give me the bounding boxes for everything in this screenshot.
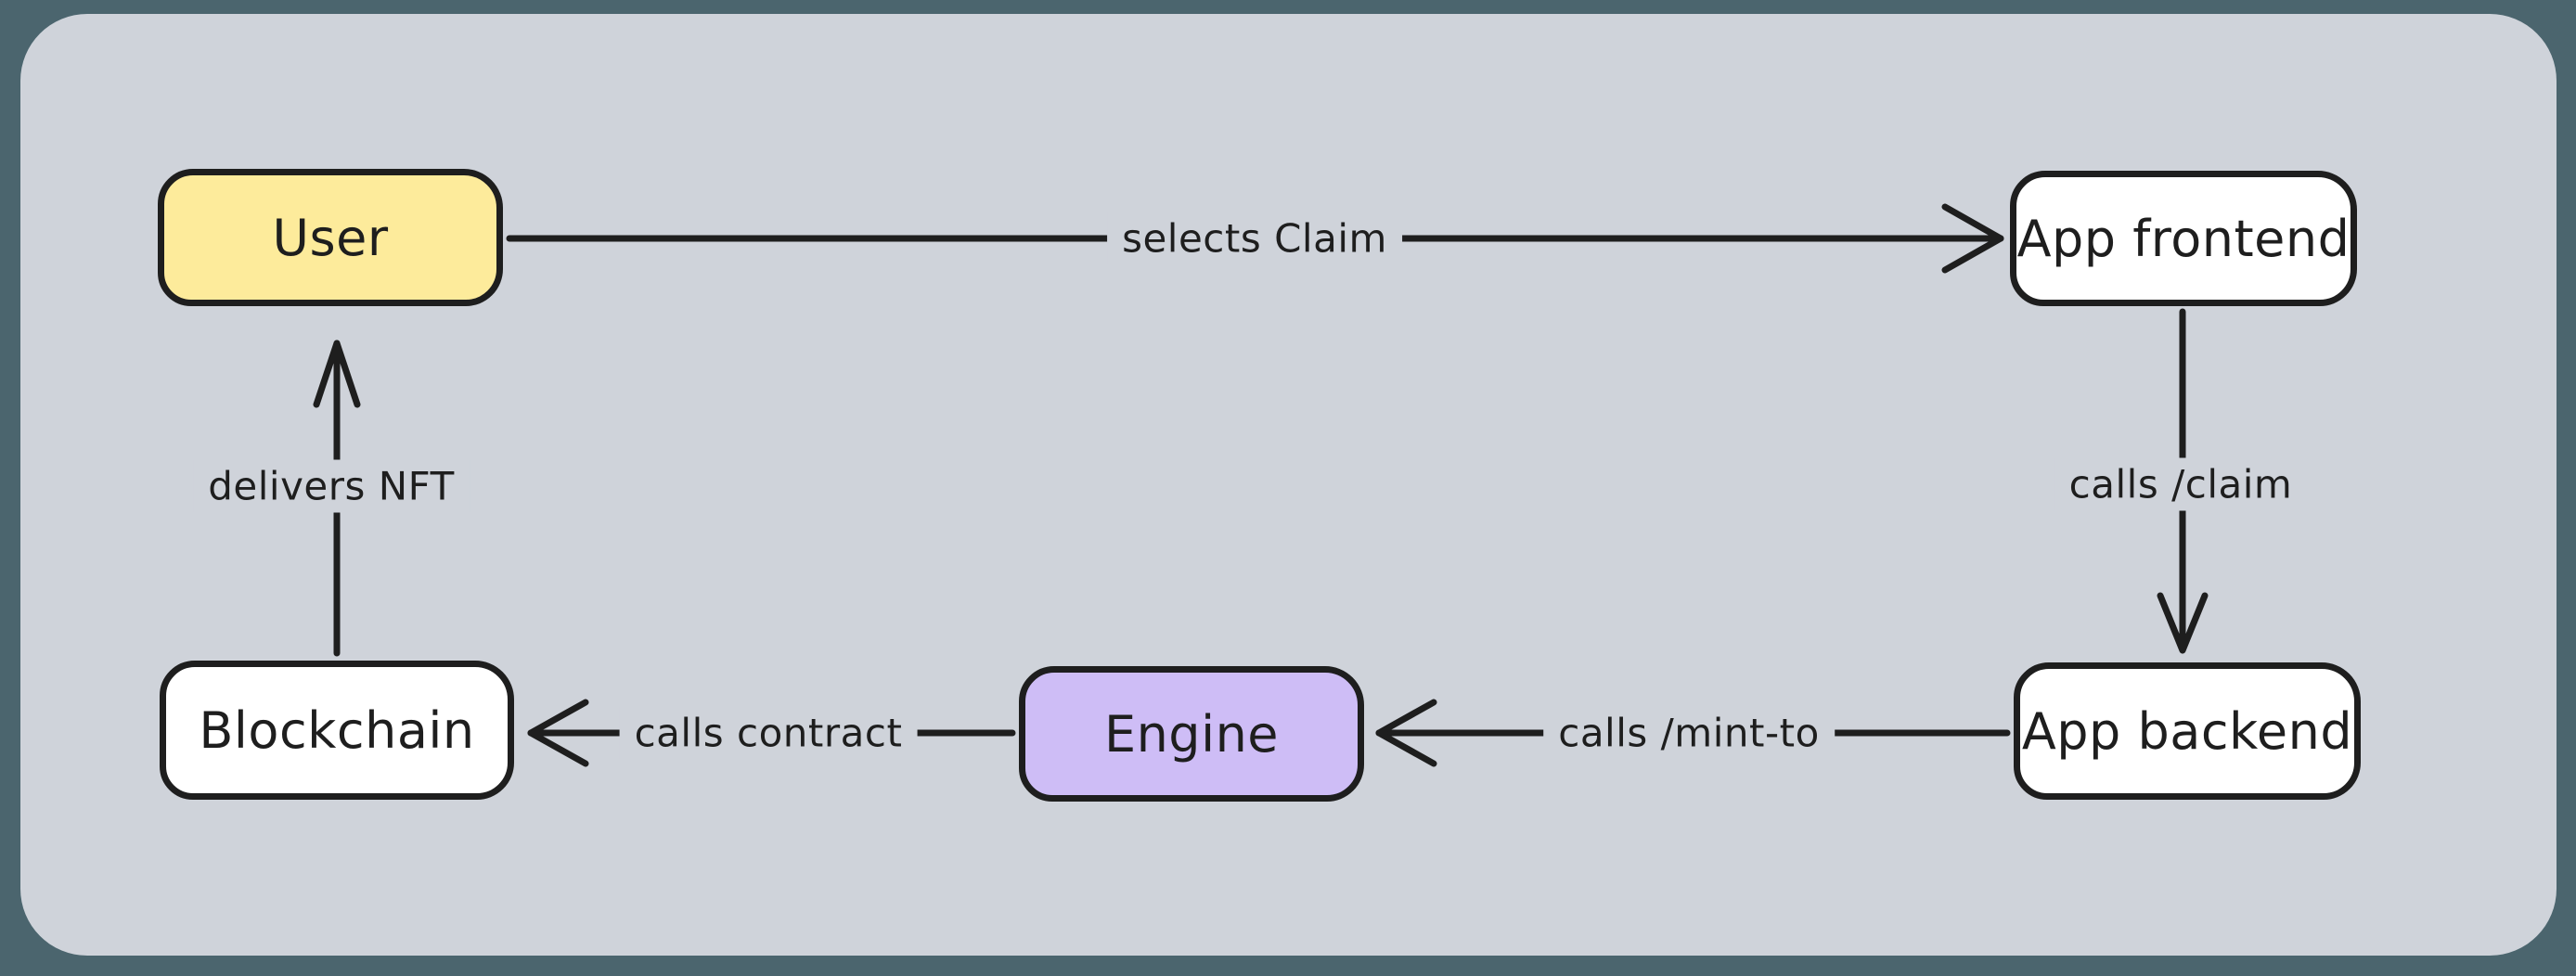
arrowhead-down-icon [2157,592,2209,654]
arrowhead-right-icon [1941,203,2004,274]
node-blockchain[interactable]: Blockchain [160,661,514,800]
node-app-frontend[interactable]: App frontend [2010,171,2357,306]
node-engine[interactable]: Engine [1019,666,1364,802]
node-blockchain-label: Blockchain [199,700,475,760]
node-user-label: User [272,208,389,267]
edge-label-calls-mint-to[interactable]: calls /mint-to [1543,706,1835,760]
node-app-frontend-label: App frontend [2016,209,2351,268]
arrowhead-left-icon [1375,699,1437,767]
edge-label-calls-contract[interactable]: calls contract [619,706,918,760]
node-app-backend-label: App backend [2021,701,2353,761]
edge-label-selects-claim[interactable]: selects Claim [1107,212,1402,265]
node-app-backend[interactable]: App backend [2014,662,2361,800]
edge-label-delivers-nft[interactable]: delivers NFT [193,459,470,513]
arrowhead-up-icon [313,340,361,408]
node-user[interactable]: User [158,169,503,306]
node-engine-label: Engine [1103,704,1280,764]
arrowhead-left-icon [527,699,589,767]
edge-label-calls-claim[interactable]: calls /claim [2054,457,2308,511]
